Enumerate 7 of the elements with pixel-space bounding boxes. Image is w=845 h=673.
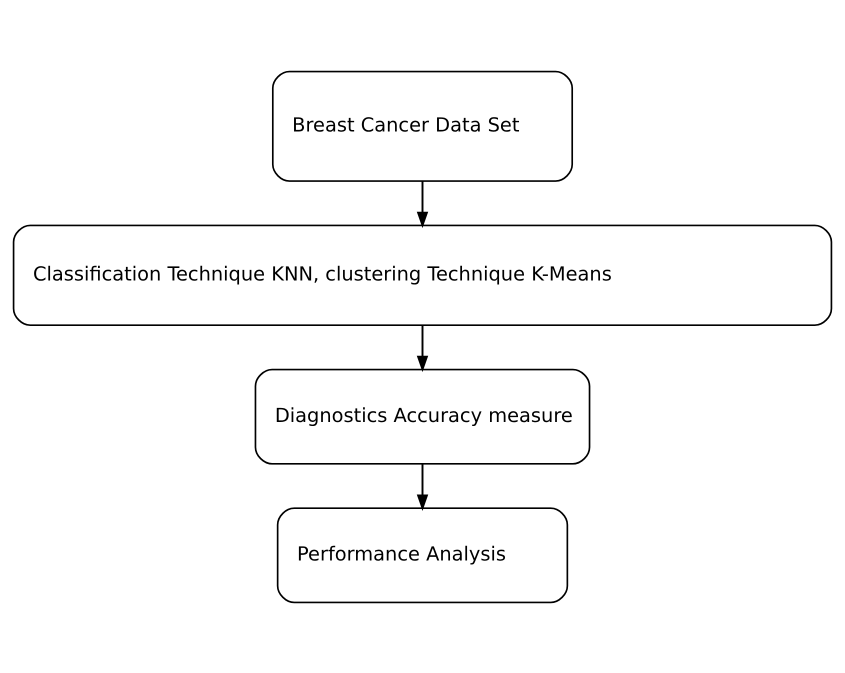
node-box: Diagnostics Accuracy measure [254, 368, 590, 464]
node-box: Breast Cancer Data Set [272, 70, 574, 182]
arrow [416, 325, 428, 372]
node-box: Performance Analysis [276, 506, 568, 603]
node-box: Classification Technique KNN, clustering Technique K-Means [12, 224, 832, 326]
arrow [416, 464, 428, 510]
arrow [416, 180, 428, 228]
